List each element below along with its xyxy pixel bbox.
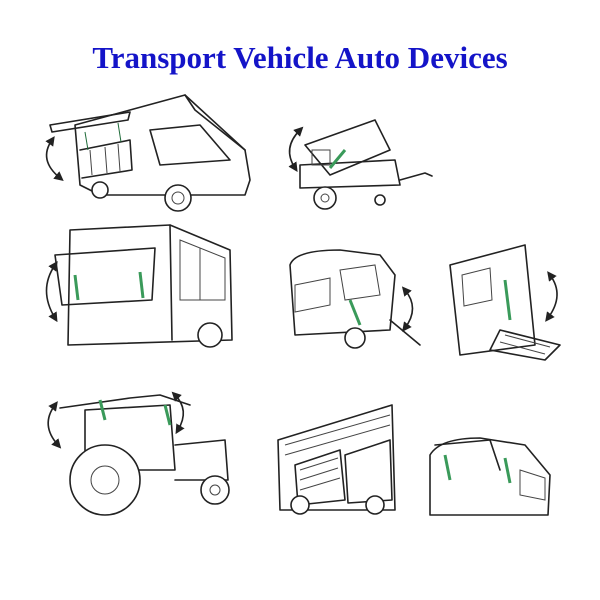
food-truck-illustration (45, 94, 251, 212)
ramp-door-illustration (449, 244, 561, 361)
trailer-illustration (288, 119, 433, 210)
bus-illustration (45, 224, 233, 348)
caravan-illustration (289, 249, 421, 349)
suv-illustration (429, 437, 551, 516)
tractor-illustration (47, 391, 230, 516)
coach-illustration (277, 404, 396, 515)
page-title: Transport Vehicle Auto Devices (92, 40, 508, 75)
